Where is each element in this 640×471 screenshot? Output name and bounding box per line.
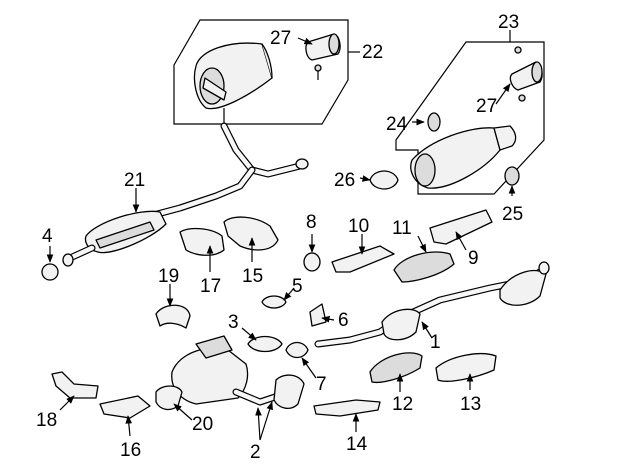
gasket-7 <box>285 341 309 359</box>
callout-12: 12 <box>392 394 413 415</box>
heat-shield-19 <box>155 304 191 329</box>
callout-25: 25 <box>502 204 523 225</box>
gasket-3 <box>247 335 283 353</box>
callout-2: 2 <box>250 442 261 463</box>
callout-7: 7 <box>316 374 327 395</box>
heat-shield-17 <box>179 227 225 256</box>
callout-15: 15 <box>242 266 263 287</box>
inset-box-rear-muffler <box>173 19 360 125</box>
hanger-24 <box>427 112 441 132</box>
heat-shield-14 <box>313 399 381 417</box>
callout-27-front: 27 <box>476 96 497 117</box>
heat-shield-9 <box>429 209 493 245</box>
callout-24: 24 <box>386 114 408 135</box>
callout-16: 16 <box>120 440 141 461</box>
leader-lines <box>46 37 516 441</box>
center-exhaust-pipe <box>62 122 309 267</box>
callout-23: 23 <box>498 12 519 33</box>
hanger-25 <box>504 166 520 186</box>
heat-shield-18 <box>51 371 99 399</box>
callout-22: 22 <box>362 42 383 63</box>
callout-27-rear: 27 <box>270 28 291 49</box>
heat-shield-10 <box>331 245 395 273</box>
callout-4: 4 <box>42 226 53 247</box>
callout-18: 18 <box>36 410 57 431</box>
gasket-5 <box>261 295 287 309</box>
callout-13: 13 <box>460 394 481 415</box>
callout-6: 6 <box>338 310 349 331</box>
callout-8: 8 <box>306 212 317 233</box>
heat-shield-20 <box>155 385 183 411</box>
heat-shield-13 <box>435 353 497 382</box>
gasket-ring <box>41 263 59 281</box>
callout-14: 14 <box>346 434 368 455</box>
gasket-26 <box>369 170 399 190</box>
gasket-8 <box>303 252 321 272</box>
heat-shield-11 <box>393 251 455 283</box>
heat-shield-12 <box>369 352 423 384</box>
callout-19: 19 <box>158 266 179 287</box>
front-exhaust-pipe <box>314 261 550 348</box>
bracket-6 <box>309 303 327 327</box>
callout-26: 26 <box>334 170 355 191</box>
heat-shield-15 <box>223 216 279 251</box>
callout-10: 10 <box>348 216 369 237</box>
callout-3: 3 <box>228 312 239 333</box>
callout-17: 17 <box>200 276 221 297</box>
callout-11: 11 <box>392 218 412 239</box>
exhaust-manifold <box>171 335 305 410</box>
callout-9: 9 <box>468 248 479 269</box>
callouts: 1 2 3 4 5 6 7 8 9 10 11 12 13 14 15 16 1… <box>36 12 523 463</box>
callout-5: 5 <box>292 276 303 297</box>
callout-20: 20 <box>192 414 213 435</box>
heat-shield-16 <box>99 395 151 419</box>
callout-21: 21 <box>124 170 145 191</box>
callout-1: 1 <box>430 332 441 353</box>
inset-box-front-muffler <box>395 30 545 195</box>
